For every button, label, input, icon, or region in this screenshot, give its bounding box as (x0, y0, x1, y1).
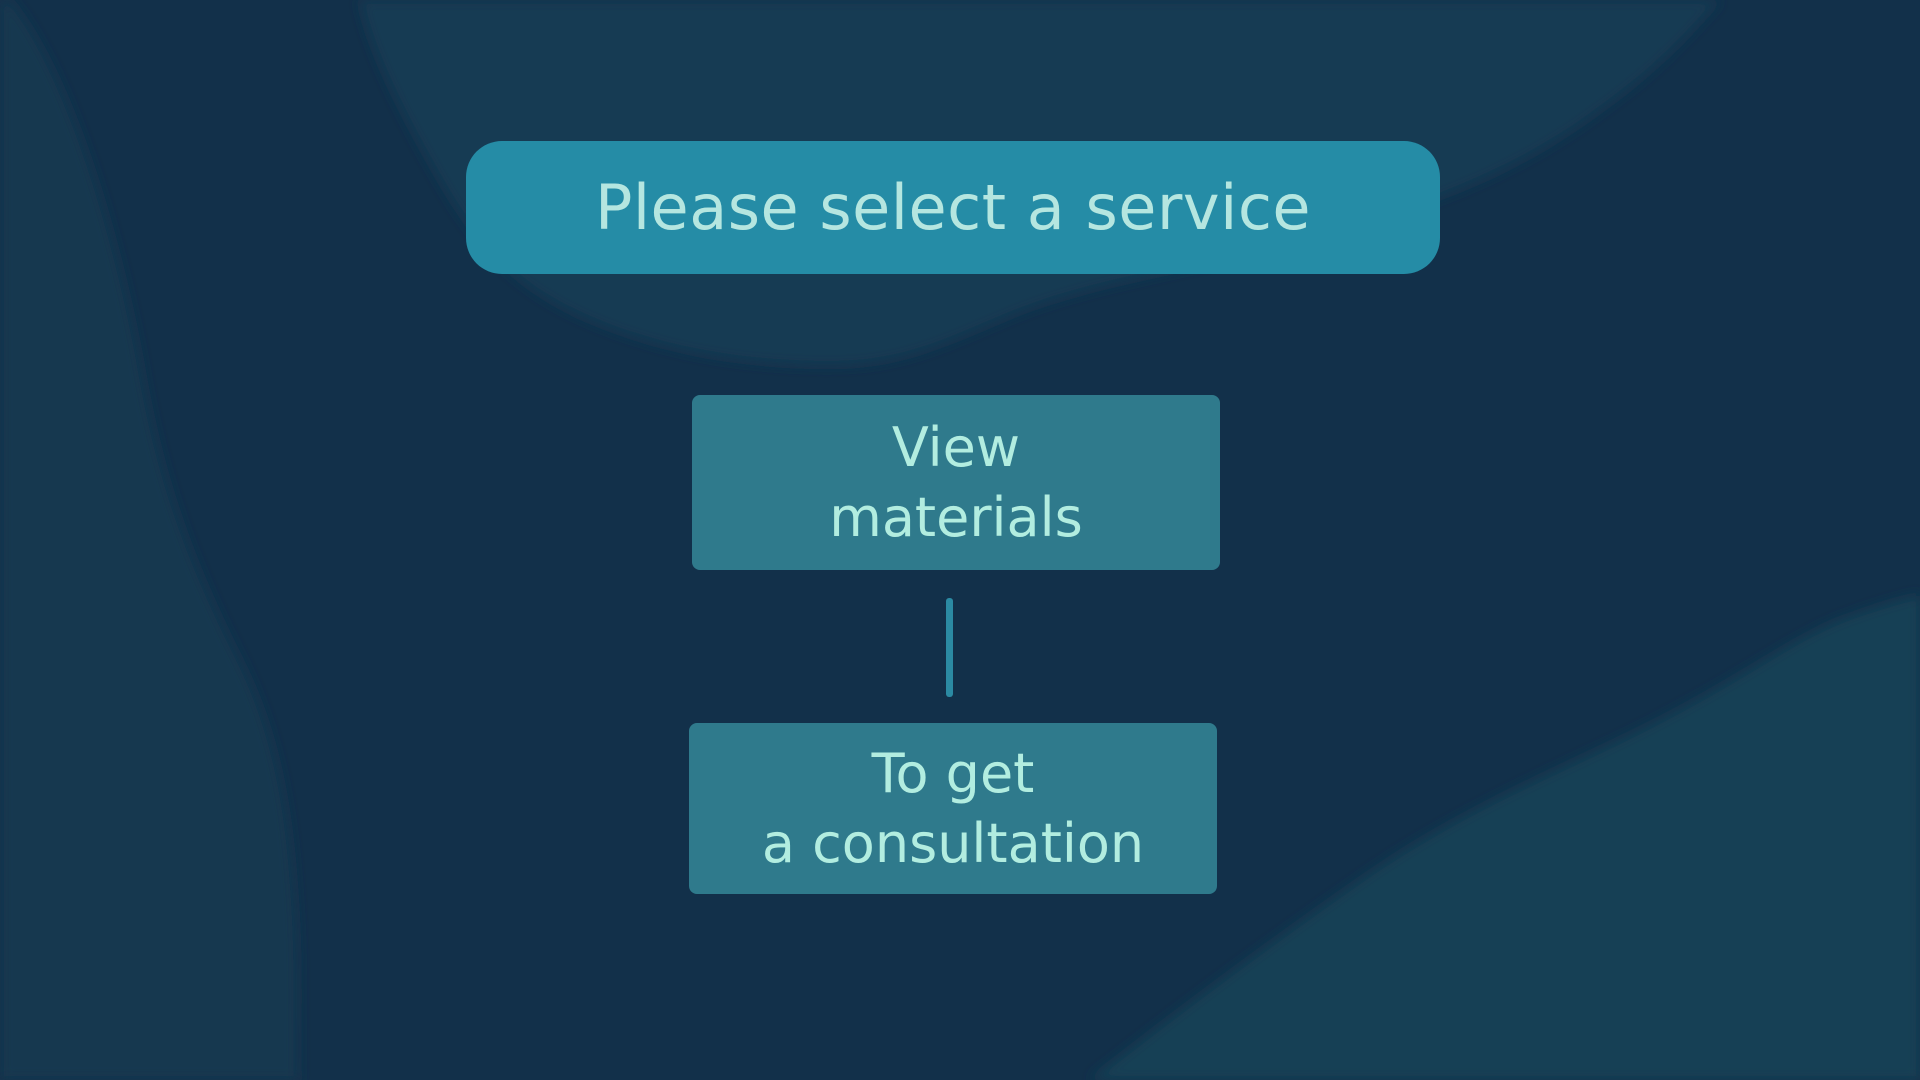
view-materials-line1: View (891, 415, 1021, 479)
get-consultation-line2: a consultation (761, 811, 1145, 875)
page-title-text: Please select a service (594, 171, 1312, 244)
view-materials-button[interactable]: View materials (692, 395, 1220, 570)
get-consultation-button[interactable]: To get a consultation (689, 723, 1217, 894)
left-blob-shape (0, 0, 298, 1080)
page-title: Please select a service (466, 141, 1440, 274)
connector-line (946, 598, 953, 697)
bottom-right-blob-shape (1090, 595, 1920, 1080)
view-materials-line2: materials (829, 485, 1083, 549)
get-consultation-line1: To get (871, 741, 1035, 805)
